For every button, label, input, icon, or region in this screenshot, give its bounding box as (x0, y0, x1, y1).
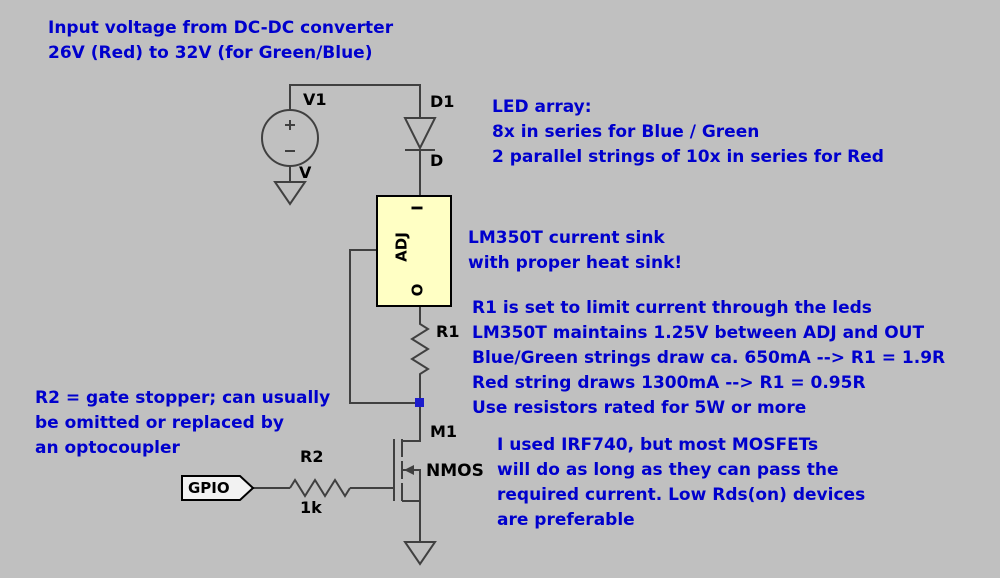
annotation-line: an optocoupler (35, 438, 180, 458)
regulator-block-lm350t (376, 195, 452, 307)
annotation-input-voltage: Input voltage from DC-DC converter 26V (… (48, 16, 393, 66)
wire-junction (415, 398, 424, 407)
annotation-mosfet-note: I used IRF740, but most MOSFETs will do … (497, 433, 865, 533)
voltage-source-v1 (261, 109, 319, 167)
annotation-line: are preferable (497, 510, 635, 530)
annotation-line: with proper heat sink! (468, 253, 683, 273)
v1-pin-label: V (299, 163, 312, 182)
annotation-line: R1 is set to limit current through the l… (472, 298, 872, 318)
m1-label: M1 (430, 422, 458, 441)
gpio-port (181, 475, 255, 501)
annotation-line: Blue/Green strings draw ca. 650mA --> R1… (472, 348, 946, 368)
mosfet-m1 (393, 439, 414, 501)
annotation-line: 2 parallel strings of 10x in series for … (492, 147, 884, 167)
regulator-pin-adj-label: ADJ (392, 232, 411, 262)
d1-pin-label: D (430, 151, 444, 170)
v1-label: V1 (303, 90, 327, 109)
annotation-r1-notes: R1 is set to limit current through the l… (472, 296, 945, 421)
annotation-line: LED array: (492, 97, 592, 117)
annotation-line: be omitted or replaced by (35, 413, 285, 433)
regulator-pin-in-label: I (408, 205, 427, 211)
r1-label: R1 (436, 322, 460, 341)
ground-symbol-v1 (273, 181, 307, 206)
r2-value-label: 1k (300, 498, 322, 517)
annotation-line: I used IRF740, but most MOSFETs (497, 435, 819, 455)
gpio-label: GPIO (188, 479, 230, 497)
r2-label: R2 (300, 447, 324, 466)
annotation-line: Red string draws 1300mA --> R1 = 0.95R (472, 373, 866, 393)
ground-symbol-m1 (403, 541, 437, 566)
annotation-line: LM350T current sink (468, 228, 665, 248)
annotation-line: LM350T maintains 1.25V between ADJ and O… (472, 323, 925, 343)
d1-label: D1 (430, 92, 455, 111)
annotation-line: Input voltage from DC-DC converter (48, 18, 394, 38)
annotation-line: 26V (Red) to 32V (for Green/Blue) (48, 43, 373, 63)
annotation-line: R2 = gate stopper; can usually (35, 388, 331, 408)
annotation-line: required current. Low Rds(on) devices (497, 485, 866, 505)
diode-d1 (403, 117, 437, 151)
annotation-line: Use resistors rated for 5W or more (472, 398, 807, 418)
annotation-r2-note: R2 = gate stopper; can usually be omitte… (35, 386, 330, 461)
annotation-led-array: LED array: 8x in series for Blue / Green… (492, 95, 884, 170)
annotation-line: will do as long as they can pass the (497, 460, 839, 480)
annotation-lm350t: LM350T current sink with proper heat sin… (468, 226, 682, 276)
annotation-line: 8x in series for Blue / Green (492, 122, 760, 142)
regulator-pin-out-label: O (408, 283, 427, 297)
m1-type-label: NMOS (426, 461, 484, 481)
